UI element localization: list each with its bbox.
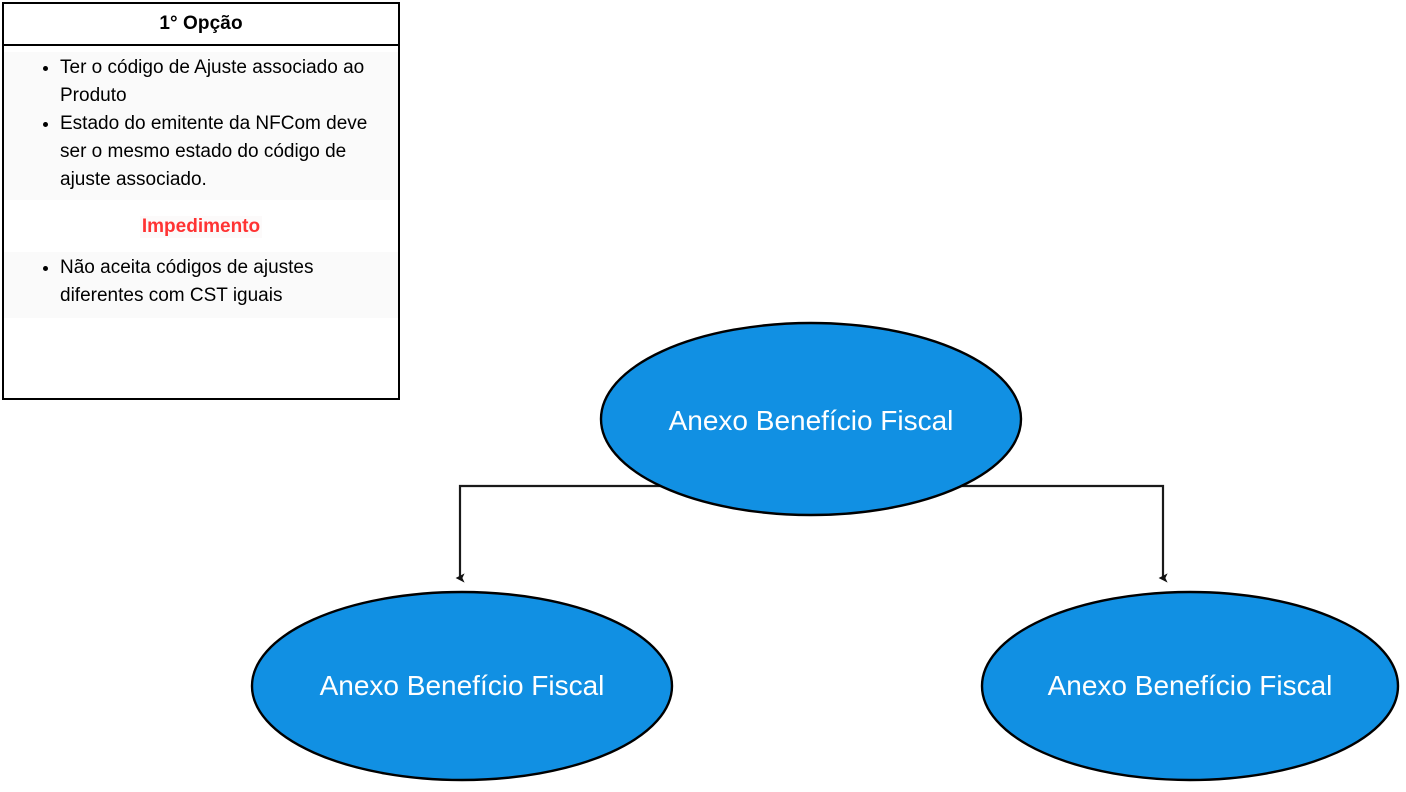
option-table-body: Ter o código de Ajuste associado ao Prod… [4, 46, 398, 398]
requirements-section: Ter o código de Ajuste associado ao Prod… [4, 52, 398, 200]
list-item: Estado do emitente da NFCom deve ser o m… [60, 110, 388, 194]
list-item: Ter o código de Ajuste associado ao Prod… [60, 54, 388, 110]
impediment-heading: Impedimento [139, 216, 263, 238]
node-ellipse-right[interactable] [980, 590, 1400, 782]
option-table-title: 1° Opção [159, 13, 243, 34]
node-ellipse-left[interactable] [250, 590, 674, 782]
impediment-heading-section: Impedimento [4, 200, 398, 252]
requirements-list: Ter o código de Ajuste associado ao Prod… [4, 54, 398, 194]
impediments-list: Não aceita códigos de ajustes diferentes… [4, 254, 398, 310]
node-ellipse-top[interactable] [599, 321, 1023, 517]
list-item: Não aceita códigos de ajustes diferentes… [60, 254, 388, 310]
option-table-header: 1° Opção [4, 4, 398, 46]
option-table: 1° Opção Ter o código de Ajuste associad… [2, 2, 400, 400]
impediments-section: Não aceita códigos de ajustes diferentes… [4, 252, 398, 318]
